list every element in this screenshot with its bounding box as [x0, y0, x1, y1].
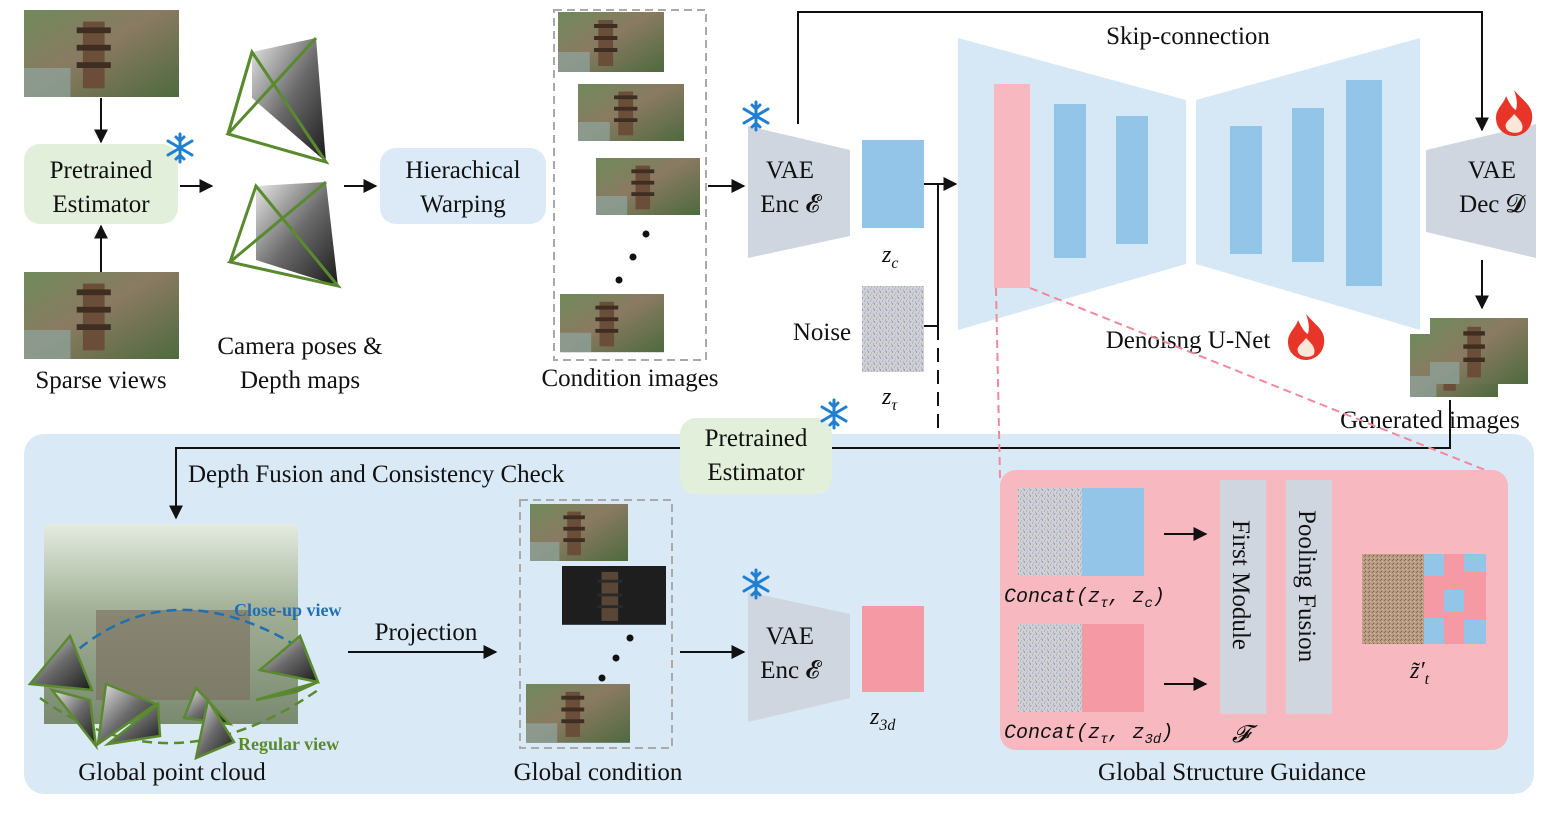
point-cloud-cameras — [27, 633, 321, 761]
ztilde-label: z̃′t — [1409, 658, 1430, 688]
pretrained-estimator-label-2: Estimator — [52, 191, 150, 218]
concat1-noise — [1018, 488, 1082, 576]
vae-enc-label-2: Enc 𝓔 — [760, 191, 822, 218]
noise-latent — [862, 286, 924, 372]
vae-enc-bottom-label-1: VAE — [766, 623, 814, 650]
pretrained-estimator-bottom-label-2: Estimator — [707, 459, 805, 486]
concat1-label: Concat(zτ, zc) — [1004, 586, 1165, 612]
concat2-z3d — [1082, 624, 1144, 712]
global-condition-caption: Global condition — [514, 759, 683, 786]
vae-enc-label-1: VAE — [766, 157, 814, 184]
global-condition-image-2 — [562, 566, 666, 625]
skip-connection-label: Skip-connection — [1106, 23, 1270, 50]
vae-decoder — [1426, 124, 1536, 258]
denoising-unet — [958, 38, 1420, 330]
concat2-label: Concat(zτ, z3d) — [1004, 722, 1173, 748]
first-module-label: First Module — [1227, 520, 1254, 650]
camera-depth-top — [225, 36, 330, 165]
global-structure-caption: Global Structure Guidance — [1098, 759, 1366, 786]
global-condition-image-3 — [526, 684, 630, 743]
sparse-views-caption: Sparse views — [35, 367, 166, 394]
zc-label: zc — [881, 242, 898, 272]
pretrained-estimator-label-1: Pretrained — [50, 157, 153, 184]
generated-images-caption: Generated images — [1340, 407, 1520, 434]
pretrained-estimator-bottom-label-1: Pretrained — [705, 425, 808, 452]
sparse-view-image-bottom — [24, 272, 180, 359]
pretrained-estimator-top — [24, 144, 178, 224]
regular-view-label: Regular view — [238, 734, 339, 754]
generated-image-front — [1430, 318, 1528, 384]
hier-warp-label-2: Warping — [420, 191, 506, 218]
pooling-fusion-label: Pooling Fusion — [1293, 510, 1320, 663]
pooling-fusion-box — [1286, 480, 1332, 714]
concat2-noise — [1018, 624, 1082, 712]
vae-dec-label-2: Dec 𝓓 — [1459, 191, 1526, 218]
condition-image-1 — [558, 12, 664, 72]
z3d-label: z3d — [869, 704, 896, 734]
hier-warp-label-1: Hierachical — [405, 157, 520, 184]
vae-encoder-bottom — [748, 592, 850, 722]
vae-dec-label-1: VAE — [1468, 157, 1516, 184]
projection-label: Projection — [375, 619, 478, 646]
vae-enc-bottom-label-2: Enc 𝓔 — [760, 657, 822, 684]
camera-poses-caption-1: Camera poses & — [217, 333, 382, 360]
closeup-view-label: Close-up view — [234, 600, 342, 620]
condition-image-3 — [596, 158, 700, 215]
concat1-zc — [1082, 488, 1144, 576]
camera-depth-bottom — [226, 180, 342, 289]
vae-encoder-top — [748, 126, 850, 258]
pretrained-estimator-bottom — [680, 418, 832, 494]
unet-label: Denoisng U-Net — [1106, 327, 1271, 354]
global-point-cloud-caption: Global point cloud — [78, 759, 266, 786]
condition-image-4 — [560, 294, 664, 353]
camera-poses-caption-2: Depth maps — [240, 367, 360, 394]
first-module-box — [1220, 480, 1266, 714]
global-condition-image-1 — [530, 504, 628, 561]
sparse-view-image-top — [24, 10, 180, 97]
noise-label: Noise — [793, 319, 851, 346]
condition-images-caption: Condition images — [541, 365, 718, 392]
latent-z3d — [862, 606, 924, 692]
global-condition-frame — [519, 499, 673, 749]
latent-zc — [862, 140, 924, 228]
output-latent — [1362, 554, 1486, 644]
ztau-label: zτ — [881, 384, 898, 414]
depth-fusion-label: Depth Fusion and Consistency Check — [188, 461, 565, 488]
condition-images-frame — [553, 9, 707, 361]
condition-image-2 — [578, 84, 684, 141]
hierarchical-warping-box — [380, 148, 546, 224]
